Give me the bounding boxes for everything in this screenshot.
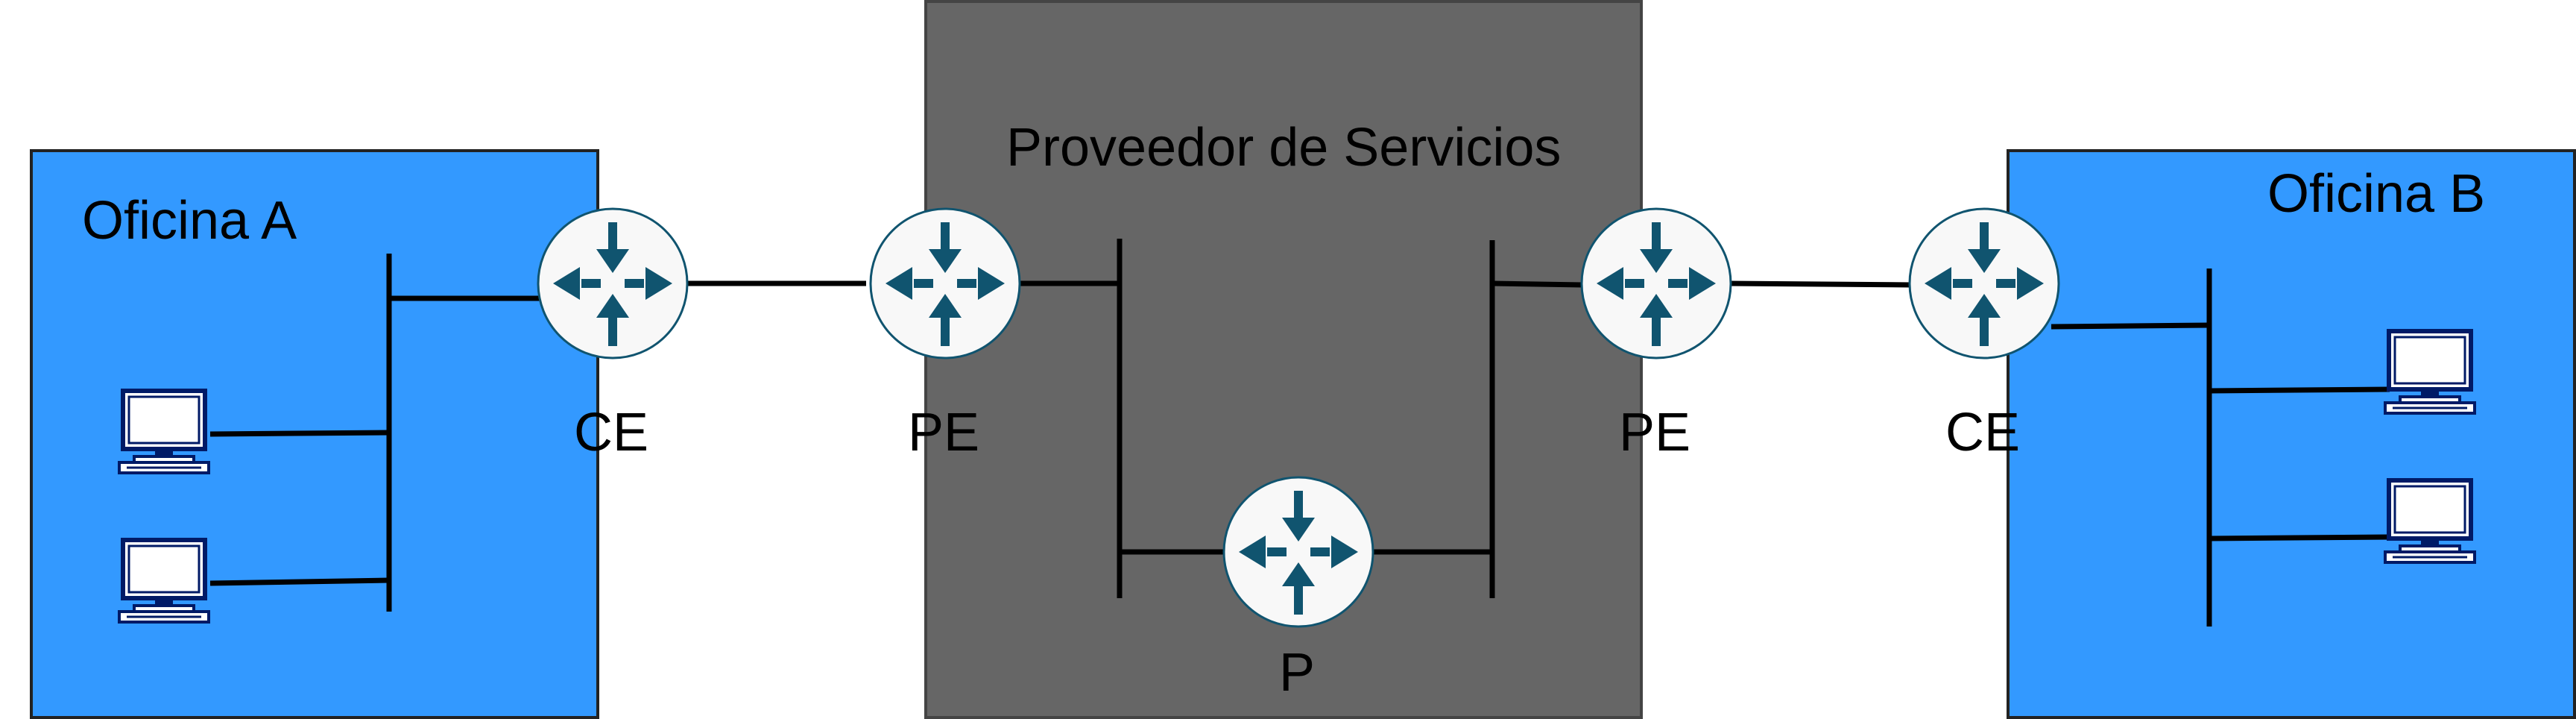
router-icon [537, 207, 689, 360]
router-icon [1908, 207, 2060, 360]
office-b-label: Oficina B [2267, 164, 2485, 224]
link-pc2-bus-a [209, 577, 390, 586]
computer-icon [2385, 331, 2475, 413]
router-ce-left: CE [537, 207, 689, 462]
link-bus-pe-right [1491, 280, 1584, 288]
office-a-label: Oficina A [82, 191, 297, 251]
computer-icon [119, 391, 209, 473]
provider-label: Proveedor de Servicios [1006, 118, 1561, 178]
computer-icon [119, 540, 209, 622]
router-pe-left-label: PE [908, 403, 979, 462]
router-pe-right: PE [1580, 207, 1732, 462]
computer-icon [2385, 480, 2475, 562]
office-b-box [2007, 149, 2576, 719]
router-icon [1580, 207, 1732, 360]
link-pc1-bus-a [209, 430, 390, 437]
link-bus-b-pc2 [2209, 534, 2390, 541]
router-ce-right-label: CE [1945, 403, 2020, 462]
router-p-core: P [1222, 476, 1374, 703]
router-icon [1222, 476, 1374, 628]
router-icon [869, 207, 1021, 360]
router-p-core-label: P [1279, 643, 1315, 703]
router-pe-left: PE [869, 207, 1021, 462]
link-pe-ce-right [1729, 280, 1913, 288]
router-pe-right-label: PE [1619, 403, 1690, 462]
router-ce-right: CE [1908, 207, 2060, 462]
router-ce-left-label: CE [574, 403, 648, 462]
links [209, 239, 2390, 627]
link-bus-b-pc1 [2209, 386, 2390, 394]
link-ce-bus-b [2051, 322, 2210, 330]
